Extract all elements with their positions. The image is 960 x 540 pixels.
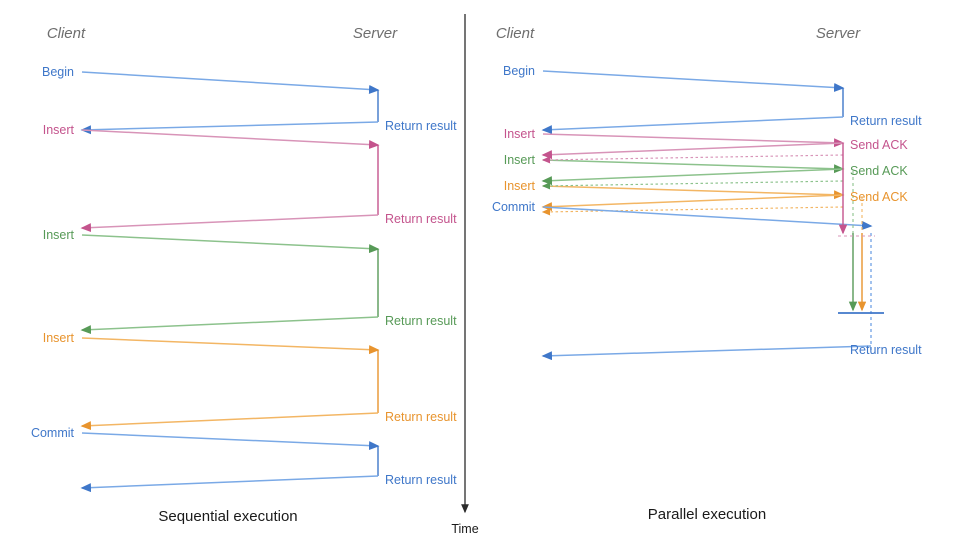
sequential-msg-insert-1-label: Insert xyxy=(43,123,75,137)
parallel-msg-insert-1-label: Insert xyxy=(504,127,536,141)
parallel-ret-begin-label: Return result xyxy=(850,114,922,128)
exchange-begin-request xyxy=(81,71,380,94)
exchange-insert-1-response xyxy=(80,214,379,233)
exchange-insert-2-response xyxy=(541,168,844,186)
sequential-ret-insert-2-label: Return result xyxy=(385,314,457,328)
exchange-insert-1-response xyxy=(541,142,844,160)
parallel-ack-2-label: Send ACK xyxy=(850,164,908,178)
exchange-begin-response xyxy=(541,116,844,135)
ack-return-1 xyxy=(541,154,844,164)
sequential-msg-begin-label: Begin xyxy=(42,65,74,79)
parallel-msg-begin-label: Begin xyxy=(503,64,535,78)
parallel-ret-commit-label: Return result xyxy=(850,343,922,357)
ack-return-3 xyxy=(541,206,844,216)
sequential-ret-insert-3-label: Return result xyxy=(385,410,457,424)
seq-lane-header-server: Server xyxy=(353,25,398,42)
exchange-insert-2-response xyxy=(80,316,379,335)
exchange-insert-2-request xyxy=(81,234,380,254)
exchange-insert-3-response xyxy=(541,194,844,212)
seq-caption: Sequential execution xyxy=(158,508,297,525)
sequential-ret-begin-label: Return result xyxy=(385,119,457,133)
par-lane-header-client: Client xyxy=(496,25,535,42)
par-caption: Parallel execution xyxy=(648,506,766,523)
parallel-msg-insert-3-label: Insert xyxy=(504,179,536,193)
exchange-commit-response xyxy=(80,475,379,493)
sequential-msg-insert-3-label: Insert xyxy=(43,331,75,345)
exchange-begin-response xyxy=(80,121,379,135)
ack-return-2 xyxy=(541,180,844,190)
exchange-commit-request xyxy=(81,432,380,451)
seq-lane-header-client: Client xyxy=(47,25,86,42)
parallel-msg-commit-label: Commit xyxy=(492,200,536,214)
exchange-insert-1-request xyxy=(81,129,380,150)
exchange-insert-3-request xyxy=(542,185,845,200)
time-axis-label: Time xyxy=(451,522,478,536)
exchange-insert-1-request xyxy=(542,133,845,148)
final-return-arrow xyxy=(541,345,872,361)
sequential-msg-commit-label: Commit xyxy=(31,426,75,440)
sequential-ret-insert-1-label: Return result xyxy=(385,212,457,226)
exchange-insert-2-request xyxy=(542,159,845,174)
exchange-insert-3-response xyxy=(80,412,379,431)
par-lane-header-server: Server xyxy=(816,25,861,42)
parallel-msg-insert-2-label: Insert xyxy=(504,153,536,167)
sequential-ret-commit-label: Return result xyxy=(385,473,457,487)
parallel-ack-3-label: Send ACK xyxy=(850,190,908,204)
commit-request-arrow xyxy=(542,206,873,230)
exchange-begin-request xyxy=(542,70,845,92)
sequential-msg-insert-2-label: Insert xyxy=(43,228,75,242)
parallel-ack-1-label: Send ACK xyxy=(850,138,908,152)
exchange-insert-3-request xyxy=(81,337,380,355)
